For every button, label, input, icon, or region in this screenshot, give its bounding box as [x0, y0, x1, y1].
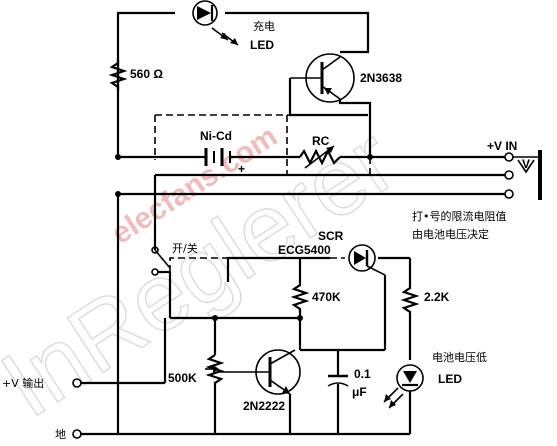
pot-500k-label: 500K — [168, 371, 197, 385]
resistor-560-symbol — [108, 60, 128, 90]
switch-label: 开/关 — [172, 241, 198, 255]
scr-label: SCR — [318, 229, 344, 243]
low-battery-led-label: LED — [438, 372, 462, 386]
ground-label: 地 — [55, 428, 66, 441]
vout-label: +V 输出 — [2, 376, 44, 390]
resistor-470k-label: 470K — [312, 290, 341, 304]
transistor-2n2222-label: 2N2222 — [243, 399, 285, 413]
note-line2: 由电池电压决定 — [412, 227, 489, 241]
nicd-battery-symbol — [200, 148, 240, 166]
vin-terminals — [118, 150, 542, 200]
resistor-470k-symbol — [290, 282, 310, 312]
scr-part-label: ECG5400 — [278, 243, 331, 257]
low-battery-label: 电池电压低 — [432, 351, 487, 364]
transistor-2n2222-symbol — [219, 349, 301, 434]
charge-led-symbol — [192, 0, 239, 46]
vin-v-label: V — [522, 157, 530, 171]
transistor-2n3638-label: 2N3638 — [360, 71, 402, 85]
low-battery-led-symbol — [383, 364, 424, 434]
charge-led-label-line2: LED — [250, 38, 274, 52]
rc-resistor-symbol — [299, 145, 341, 169]
nicd-label: Ni-Cd — [200, 129, 232, 143]
note-line1: 打•号的限流电阻值 — [412, 209, 507, 223]
capacitor-unit-label: μF — [352, 385, 367, 399]
nicd-plus-label: + — [238, 162, 245, 176]
top-loop-wires — [116, 11, 370, 157]
resistor-22k-label: 2.2K — [424, 290, 450, 304]
capacitor-value-label: 0.1 — [354, 367, 371, 381]
resistor-22k-symbol — [400, 285, 420, 360]
left-rails — [80, 175, 229, 434]
rc-label: RC — [312, 134, 330, 148]
charge-led-label-line1: 充电 — [253, 19, 275, 33]
capacitor-symbol — [327, 350, 349, 434]
vin-label: +V IN — [487, 139, 517, 153]
output-terminals — [72, 378, 82, 439]
resistor-560-label: 560 Ω — [130, 67, 163, 81]
scr-symbol — [348, 244, 386, 276]
scr-branch-wires — [170, 256, 412, 352]
pot-500k-symbol — [205, 318, 225, 434]
